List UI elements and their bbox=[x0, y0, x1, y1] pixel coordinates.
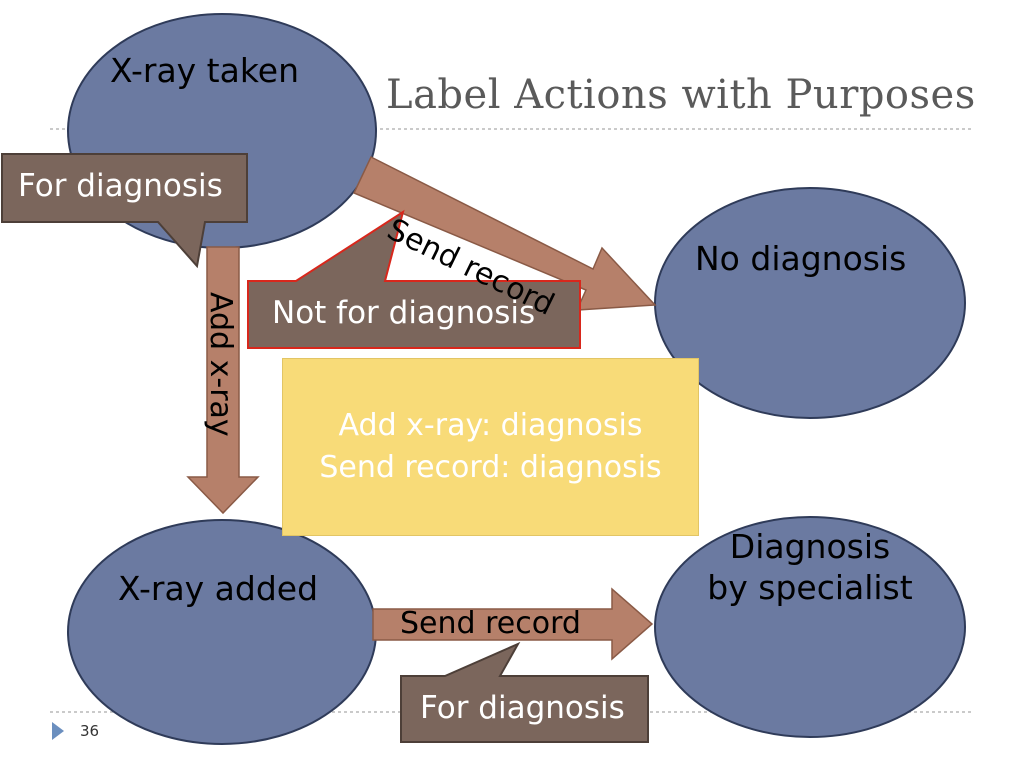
note-line-add-xray: Add x-ray: diagnosis bbox=[338, 408, 643, 443]
slide-title: Label Actions with Purposes bbox=[386, 72, 976, 118]
state-label-no-diagnosis: No diagnosis bbox=[695, 239, 907, 278]
state-xray-added bbox=[67, 519, 377, 745]
callout-not-for-diagnosis bbox=[247, 209, 581, 349]
callout-label-for-diagnosis-top: For diagnosis bbox=[18, 168, 223, 204]
summary-note: Add x-ray: diagnosis Send record: diagno… bbox=[282, 358, 699, 536]
callout-label-not-for-diagnosis: Not for diagnosis bbox=[272, 295, 536, 331]
state-diagnosis-by-specialist bbox=[654, 516, 966, 738]
state-label-diagnosis-by-specialist: Diagnosis by specialist bbox=[700, 526, 920, 609]
state-label-xray-taken: X-ray taken bbox=[110, 51, 299, 90]
state-no-diagnosis bbox=[654, 187, 966, 419]
arrow-label-send-record-bottom: Send record bbox=[400, 606, 581, 641]
arrow-send-record-top bbox=[352, 155, 657, 311]
callout-for-diagnosis-bottom bbox=[400, 641, 649, 743]
callout-label-for-diagnosis-bottom: For diagnosis bbox=[420, 690, 625, 726]
state-label-line-2: by specialist bbox=[707, 568, 913, 608]
page-number: 36 bbox=[80, 722, 100, 740]
arrow-send-record-bottom bbox=[372, 587, 654, 661]
state-label-xray-added: X-ray added bbox=[118, 569, 319, 608]
callout-for-diagnosis-top bbox=[1, 153, 248, 269]
footer-bullet-icon bbox=[52, 722, 64, 740]
arrow-label-add-xray: Add x-ray bbox=[203, 292, 238, 437]
state-label-line-1: Diagnosis bbox=[729, 527, 891, 566]
arrow-add-xray bbox=[186, 246, 260, 515]
note-line-send-record: Send record: diagnosis bbox=[319, 450, 662, 485]
